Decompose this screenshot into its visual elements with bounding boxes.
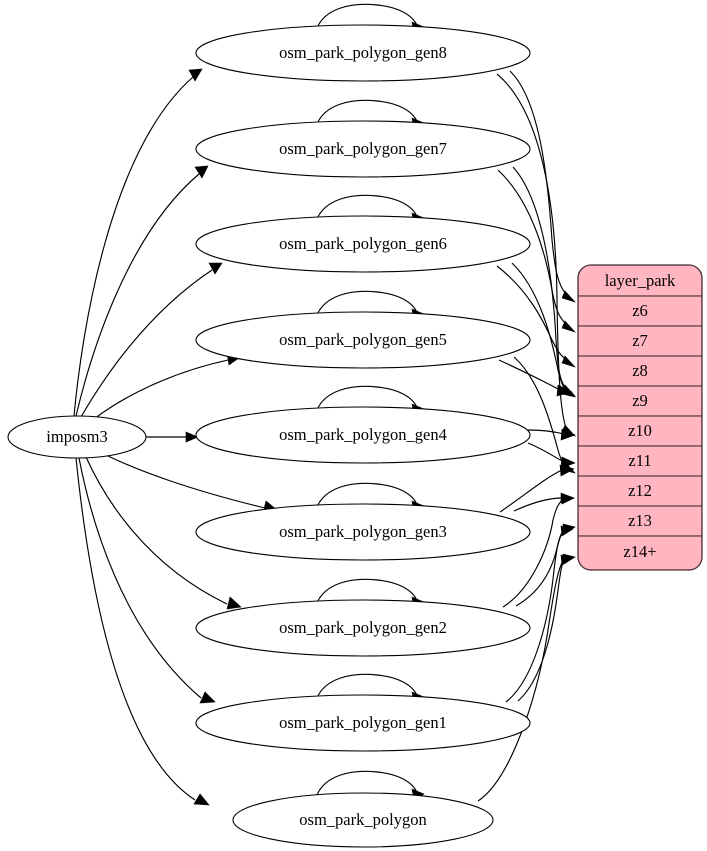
node-gen7-label: osm_park_polygon_gen7 [279, 139, 447, 158]
table-row-label-z12: z12 [628, 481, 652, 500]
self-loop-gen6 [316, 194, 419, 220]
arrowhead-gen2-z12b [561, 493, 575, 505]
self-loop-gen7 [316, 99, 419, 125]
node-gen2[interactable]: osm_park_polygon_gen2 [195, 599, 531, 657]
table-row-label-z6: z6 [632, 301, 648, 320]
table-row-label-z14: z14+ [623, 542, 656, 561]
node-gen5[interactable]: osm_park_polygon_gen5 [195, 311, 531, 369]
edge-gen8-to-z6 [509, 70, 567, 295]
edge-gen5-to-z11 [513, 356, 567, 467]
edge-gen3-to-z12 [513, 497, 563, 512]
node-base-ellipse[interactable] [232, 792, 494, 848]
nodes-group: osm_park_polygon_gen8 osm_park_polygon_g… [7, 24, 531, 848]
edge-gen5-to-z9 [498, 359, 561, 391]
table-row-label-z10: z10 [628, 421, 652, 440]
node-gen4[interactable]: osm_park_polygon_gen4 [195, 406, 531, 464]
table-row-label-z8: z8 [632, 361, 648, 380]
arrowhead-gen5-z9 [556, 384, 573, 397]
node-gen1-label: osm_park_polygon_gen1 [279, 713, 447, 732]
arrowhead-imposm3-gen2 [226, 596, 242, 610]
node-gen8-ellipse[interactable] [195, 24, 531, 82]
edge-imposm3-to-gen8 [73, 76, 194, 417]
node-gen5-label: osm_park_polygon_gen5 [279, 330, 447, 349]
self-loop-gen2 [316, 578, 419, 604]
arrowhead-imposm3-gen8 [188, 68, 203, 82]
node-gen3-label: osm_park_polygon_gen3 [279, 522, 447, 541]
node-gen7[interactable]: osm_park_polygon_gen7 [195, 120, 531, 178]
table-row-cell-z14[interactable] [578, 535, 702, 570]
edge-imposm3-to-gen2 [85, 456, 228, 605]
arrowhead-imposm3-gen7 [194, 165, 209, 179]
node-gen7-ellipse[interactable] [195, 120, 531, 178]
self-loop-gen5 [316, 290, 419, 316]
table-row-cell-z13[interactable] [578, 505, 702, 537]
node-gen1[interactable]: osm_park_polygon_gen1 [195, 694, 531, 752]
edge-imposm3-to-base [75, 457, 196, 801]
edge-imposm3-to-gen1 [78, 457, 202, 699]
arrowhead-imposm3-gen1 [199, 691, 216, 704]
node-imposm3-ellipse[interactable] [7, 415, 147, 459]
arrowhead-imposm3-gen4 [185, 431, 199, 443]
node-gen2-label: osm_park_polygon_gen2 [279, 618, 447, 637]
self-loop-gen1 [316, 673, 419, 699]
edge-gen7-to-z7 [497, 169, 567, 325]
arrowhead-gen8-z6 [561, 290, 576, 303]
node-gen1-ellipse[interactable] [195, 694, 531, 752]
node-gen3-ellipse[interactable] [195, 503, 531, 561]
arrowhead-gen4-z10 [560, 428, 576, 441]
node-base-label: osm_park_polygon [299, 810, 426, 829]
table-header-label: layer_park [605, 271, 676, 290]
edges-to-layer-park [477, 70, 576, 802]
arrowhead-gen6-z8 [561, 355, 576, 368]
edge-imposm3-to-gen6 [80, 269, 213, 418]
edge-gen4-to-z10 [527, 429, 565, 435]
node-gen4-ellipse[interactable] [195, 406, 531, 464]
node-gen5-ellipse[interactable] [195, 311, 531, 369]
edge-gen6-to-z8 [496, 265, 567, 360]
edge-gen1-to-z13 [505, 529, 565, 703]
self-loop-gen4 [316, 385, 419, 411]
node-gen2-ellipse[interactable] [195, 599, 531, 657]
node-imposm3[interactable]: imposm3 [7, 415, 147, 459]
arrowhead-gen7-z7 [561, 320, 576, 333]
edge-gen3-to-z11 [499, 469, 563, 513]
edge-base-to-z14 [477, 558, 565, 802]
table-row-label-z9: z9 [632, 391, 648, 410]
edge-imposm3-to-gen5 [93, 359, 229, 420]
table-row-label-z11: z11 [628, 451, 651, 470]
edge-gen8-to-z10 [496, 73, 567, 429]
arrowhead-imposm3-gen6 [208, 262, 223, 275]
arrowhead-gen3-z11 [559, 464, 575, 477]
edge-imposm3-to-gen7 [75, 173, 200, 417]
node-gen4-label: osm_park_polygon_gen4 [279, 425, 447, 444]
arrowhead-gen1-z13b [560, 525, 574, 537]
table-row-cell-z8[interactable] [578, 355, 702, 387]
edge-gen6-to-z9 [511, 262, 567, 391]
table-row-cell-z10[interactable] [578, 415, 702, 447]
node-gen3[interactable]: osm_park_polygon_gen3 [195, 503, 531, 561]
self-loop-base [316, 770, 419, 796]
table-row-label-z13: z13 [628, 511, 652, 530]
node-gen8[interactable]: osm_park_polygon_gen8 [195, 24, 531, 82]
node-gen8-label: osm_park_polygon_gen8 [279, 43, 447, 62]
node-gen6-ellipse[interactable] [195, 215, 531, 273]
node-gen6[interactable]: osm_park_polygon_gen6 [195, 215, 531, 273]
self-loop-gen3 [316, 482, 419, 508]
table-border [577, 264, 703, 571]
self-loop-gen8 [316, 3, 419, 29]
node-base[interactable]: osm_park_polygon [232, 792, 494, 848]
node-imposm3-label: imposm3 [46, 427, 107, 446]
arrowhead-base-z14 [560, 554, 574, 566]
edge-gen2-to-z12 [502, 498, 565, 608]
edge-imposm3-to-gen3 [103, 453, 266, 509]
layer-park-table[interactable]: layer_park z6 z7 z8 z9 z10 z11 z12 z13 z… [577, 264, 703, 571]
table-row-label-z7: z7 [632, 331, 648, 350]
arrowhead-imposm3-base [193, 793, 210, 806]
arrowhead-gen4-z11 [560, 456, 576, 469]
node-gen6-label: osm_park_polygon_gen6 [279, 234, 447, 253]
